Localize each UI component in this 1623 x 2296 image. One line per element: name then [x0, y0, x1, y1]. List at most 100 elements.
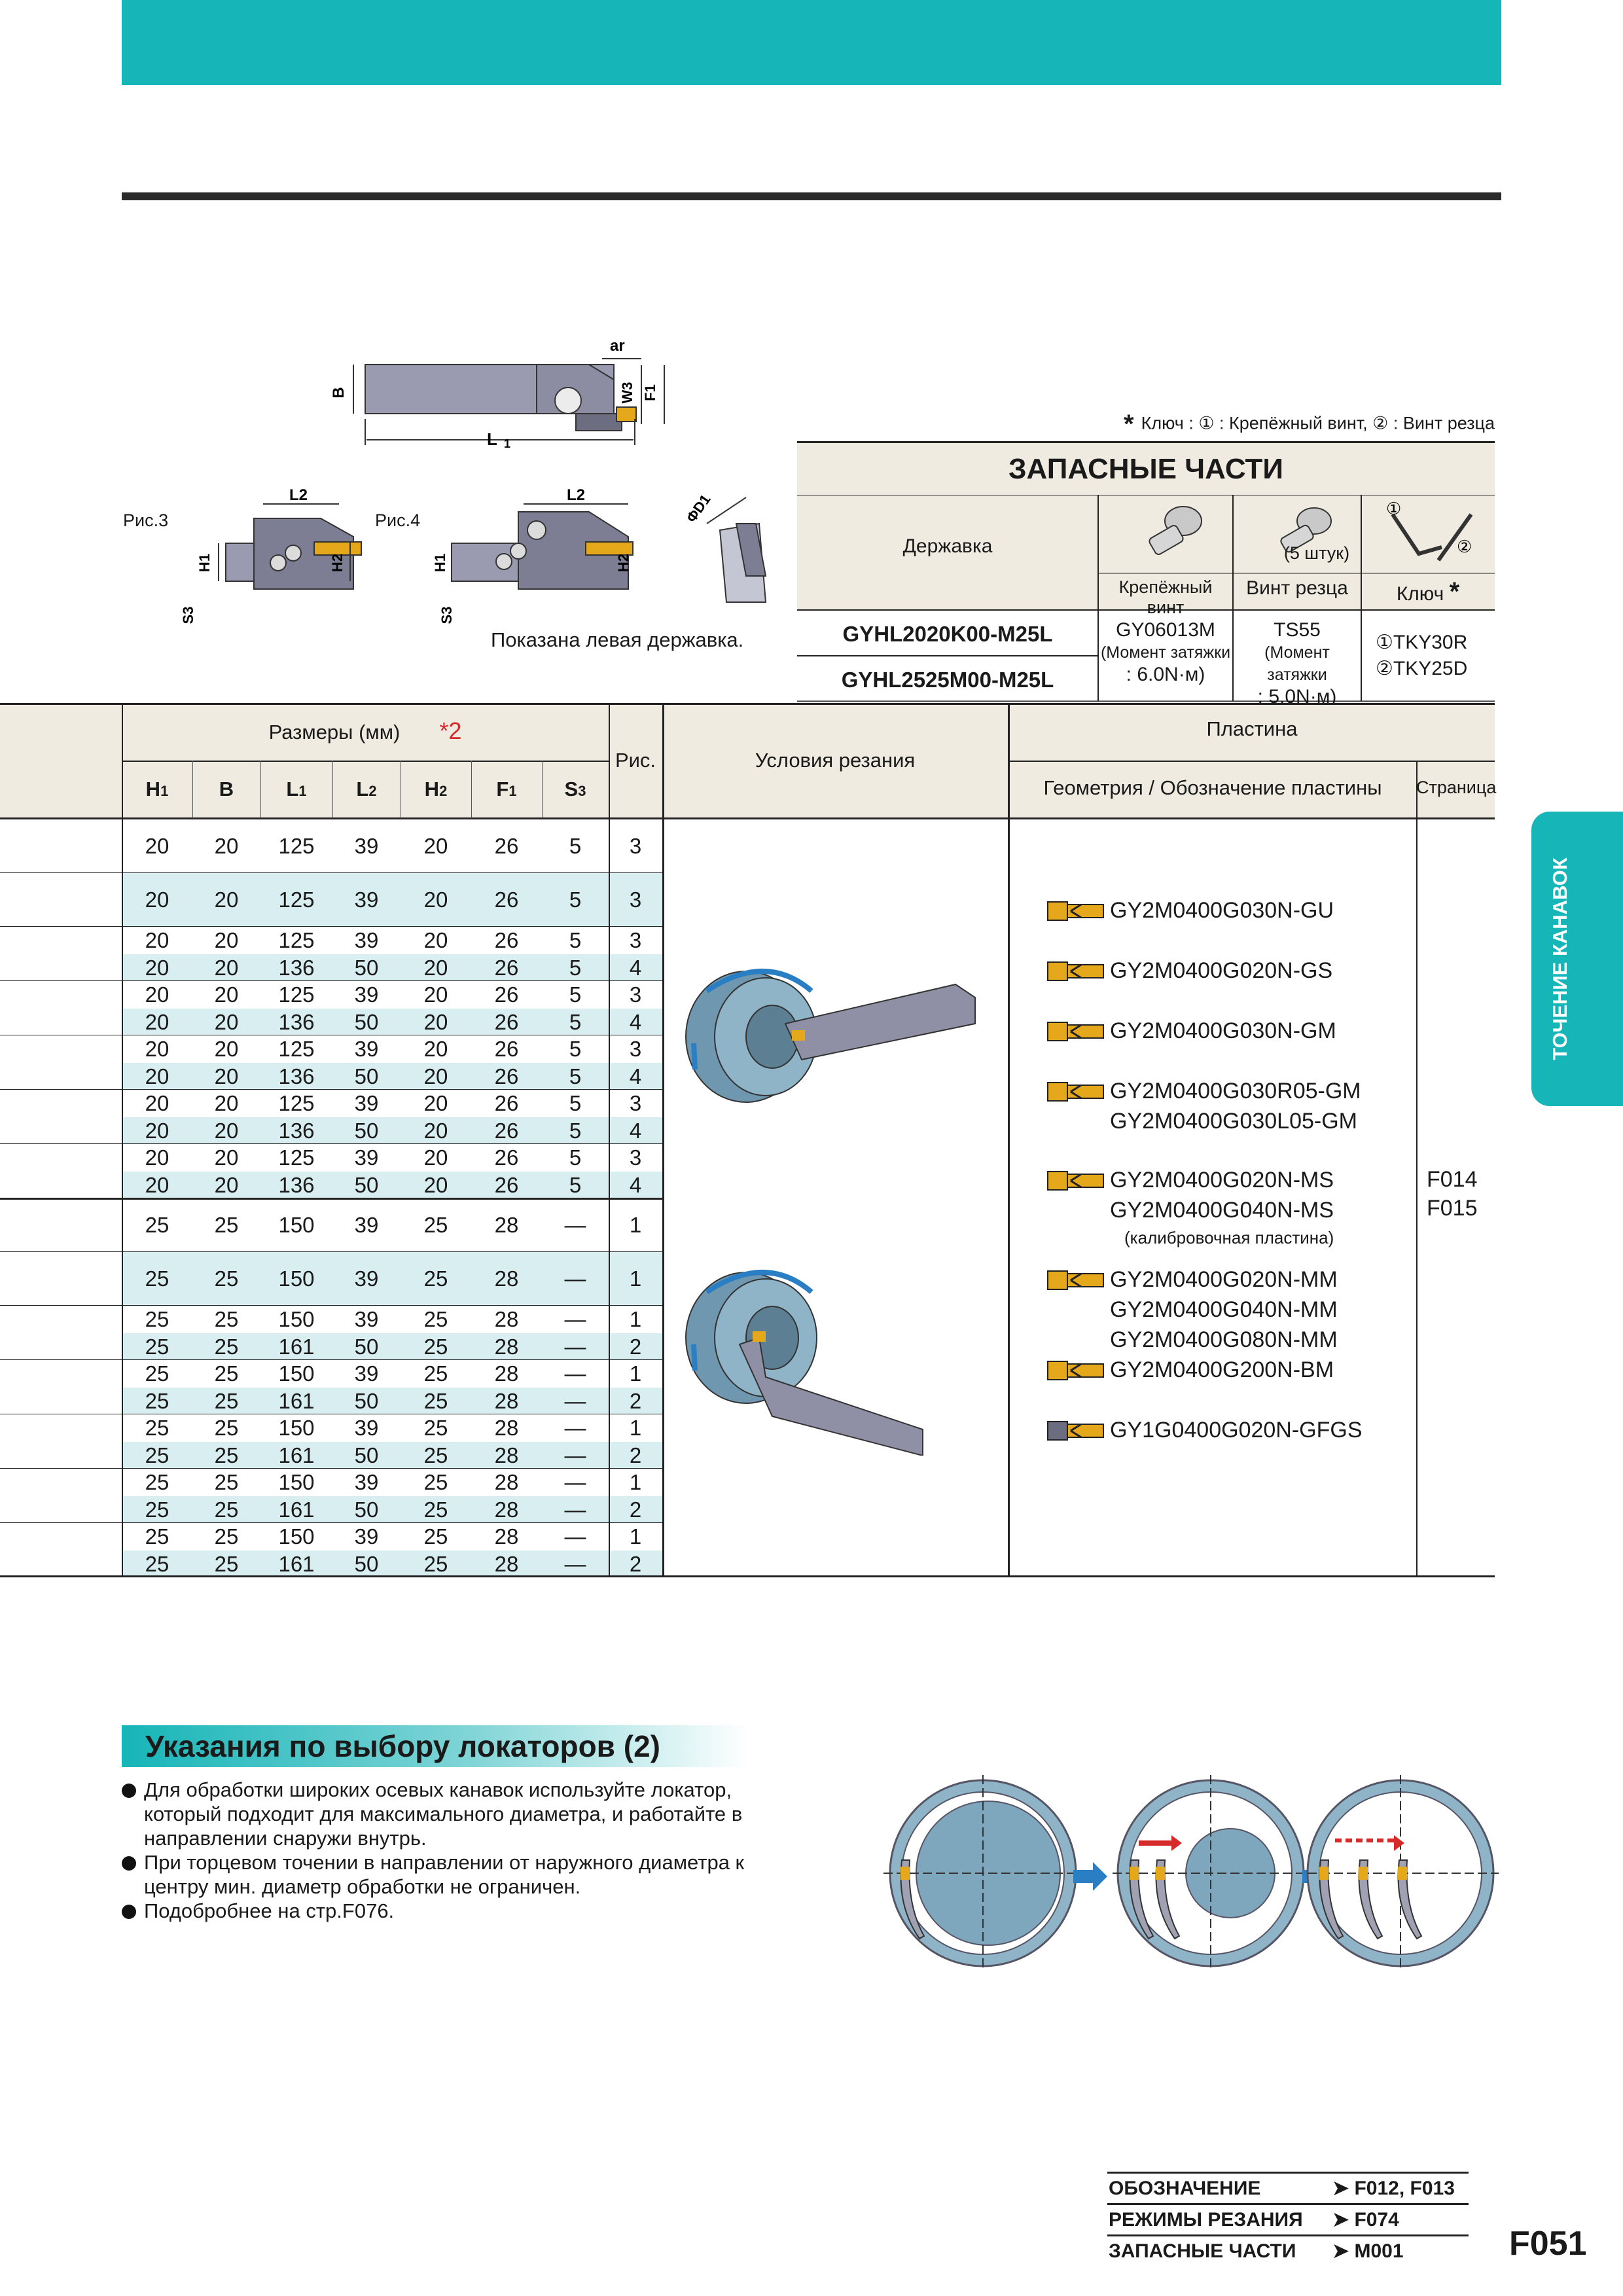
- row-highlight: [122, 1441, 662, 1469]
- insert-designation[interactable]: GY2M0400G030N-GU: [1110, 898, 1334, 923]
- table-cell: 25: [423, 1470, 448, 1494]
- svg-text:L2: L2: [289, 486, 308, 504]
- table-cell: —: [564, 1416, 586, 1440]
- table-cell: 50: [354, 1064, 379, 1088]
- table-cell: 25: [145, 1388, 169, 1413]
- header-rule: [122, 192, 1501, 200]
- reference-link[interactable]: ОБОЗНАЧЕНИЕ➤ F012, F013: [1107, 2172, 1469, 2203]
- table-cell: 1: [629, 1213, 642, 1237]
- table-cell: 50: [354, 1443, 379, 1467]
- table-cell: 28: [494, 1551, 519, 1576]
- table-cell: 1: [629, 1416, 642, 1440]
- row-highlight: [122, 1252, 662, 1306]
- table-cell: 2: [629, 1388, 642, 1413]
- table-cell: 161: [278, 1551, 315, 1576]
- table-cell: 25: [214, 1266, 239, 1291]
- table-cell: 25: [423, 1307, 448, 1331]
- row-highlight: [122, 954, 662, 981]
- table-cell: 20: [145, 888, 169, 912]
- table-cell: 25: [214, 1524, 239, 1549]
- insert-designation[interactable]: GY2M0400G030N-GM: [1110, 1018, 1336, 1043]
- table-cell: 26: [494, 834, 519, 858]
- table-cell: 20: [423, 834, 448, 858]
- row-highlight: [122, 1008, 662, 1035]
- table-cell: 50: [354, 1118, 379, 1143]
- table-cell: 39: [354, 928, 379, 952]
- section-side-tab-label-wrap: ТОЧЕНИЕ КАНАВОК: [1548, 857, 1571, 1060]
- insert-designation[interactable]: GY2M0400G030L05-GM: [1110, 1109, 1357, 1134]
- locator-step-1: [883, 1775, 1086, 1971]
- insert-designation[interactable]: GY2M0400G020N-GS: [1110, 958, 1333, 983]
- table-cell: 28: [494, 1443, 519, 1467]
- cutting-illustrations: [685, 969, 976, 1456]
- insert-icon: [1047, 1268, 1105, 1292]
- step-arrow-1: [1073, 1862, 1107, 1891]
- table-cell: 28: [494, 1266, 519, 1291]
- guide-bullet-2: При торцевом точении в направлении от на…: [122, 1850, 815, 1899]
- table-cell: 25: [214, 1443, 239, 1467]
- table-cell: 28: [494, 1388, 519, 1413]
- insert-icon: [1047, 1169, 1105, 1193]
- reference-link[interactable]: РЕЖИМЫ РЕЗАНИЯ➤ F074: [1107, 2203, 1469, 2234]
- table-cell: 20: [214, 982, 239, 1007]
- spare-parts-title: ЗАПАСНЫЕ ЧАСТИ: [797, 441, 1495, 495]
- insert-designation[interactable]: GY2M0400G030R05-GM: [1110, 1079, 1361, 1103]
- reference-link[interactable]: ЗАПАСНЫЕ ЧАСТИ➤ M001: [1107, 2234, 1469, 2266]
- insert-designation[interactable]: GY2M0400G200N-BM: [1110, 1357, 1334, 1382]
- table-cell: 20: [145, 955, 169, 980]
- svg-text:①: ①: [1386, 499, 1401, 518]
- insert-icon: [1047, 1359, 1105, 1382]
- col-key: Ключ *: [1396, 577, 1460, 606]
- table-cell: 25: [145, 1361, 169, 1386]
- table-cell: 20: [423, 1118, 448, 1143]
- spare-holder-2: GYHL2525M00-M25L: [841, 668, 1054, 692]
- table-cell: 20: [145, 1145, 169, 1170]
- table-cell: 125: [278, 888, 315, 912]
- table-cell: 136: [278, 1118, 315, 1143]
- table-cell: 20: [423, 1064, 448, 1088]
- table-cell: 25: [145, 1266, 169, 1291]
- table-cell: 20: [214, 1118, 239, 1143]
- table-cell: 28: [494, 1524, 519, 1549]
- insert-designation[interactable]: GY2M0400G040N-MS: [1110, 1198, 1334, 1223]
- row-highlight: [122, 1171, 662, 1198]
- table-cell: 136: [278, 1009, 315, 1034]
- locator-step-3: [1306, 1775, 1499, 1971]
- insert-designation[interactable]: GY2M0400G020N-MS: [1110, 1168, 1334, 1193]
- table-cell: 125: [278, 834, 315, 858]
- table-cell: 5: [569, 1172, 582, 1197]
- table-cell: 50: [354, 1497, 379, 1522]
- section-side-tab[interactable]: [1531, 812, 1623, 1106]
- table-cell: 39: [354, 982, 379, 1007]
- table-cell: 125: [278, 1091, 315, 1115]
- table-cell: 26: [494, 1037, 519, 1061]
- insert-designation[interactable]: GY2M0400G080N-MM: [1110, 1327, 1338, 1352]
- insert-pages: F014 F015: [1427, 1167, 1478, 1221]
- table-cell: 150: [278, 1361, 315, 1386]
- table-cell: 25: [145, 1307, 169, 1331]
- guide-title-bar: [122, 1725, 750, 1767]
- table-cell: 25: [214, 1551, 239, 1576]
- insert-designation[interactable]: GY2M0400G020N-MM: [1110, 1267, 1338, 1292]
- table-cell: 20: [214, 834, 239, 858]
- svg-text:F1: F1: [642, 384, 658, 401]
- screw-qty: (5 штук): [1283, 543, 1350, 563]
- tool-diagrams: L 1 B ar W3 F1 L2 H1 H2 S3 L2 H1 H2: [180, 337, 767, 624]
- holder-top-view: L 1 B ar W3 F1: [330, 337, 665, 450]
- table-cell: 5: [569, 1091, 582, 1115]
- row-highlight: [122, 1062, 662, 1090]
- table-cell: 26: [494, 1064, 519, 1088]
- row-highlight: [122, 1333, 662, 1360]
- table-cell: 20: [145, 1009, 169, 1034]
- insert-designation[interactable]: GY2M0400G040N-MM: [1110, 1297, 1338, 1322]
- insert-designation[interactable]: GY1G0400G020N-GFGS: [1110, 1418, 1363, 1443]
- table-cell: 25: [423, 1497, 448, 1522]
- table-cell: 25: [214, 1388, 239, 1413]
- table-cell: 25: [145, 1334, 169, 1359]
- table-cell: 150: [278, 1524, 315, 1549]
- guide-bullet-1: Для обработки широких осевых канавок исп…: [122, 1778, 815, 1850]
- col-header-l1: L1: [286, 778, 307, 800]
- row-highlight: [122, 873, 662, 927]
- table-cell: —: [564, 1470, 586, 1494]
- page-header: Страница: [1416, 778, 1497, 797]
